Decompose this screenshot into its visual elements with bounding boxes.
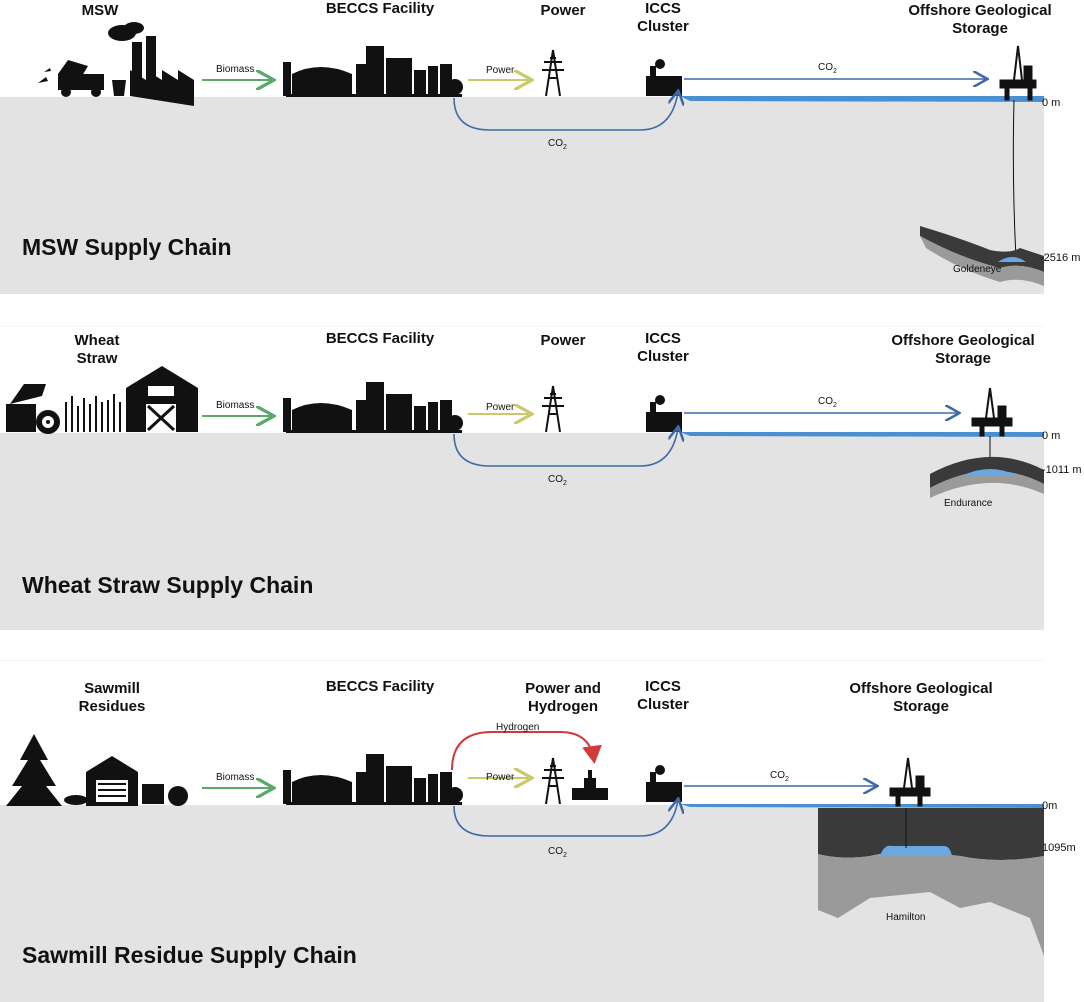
sawmill-icon: [6, 734, 188, 806]
storage-label: Offshore Geological Storage: [908, 2, 1052, 37]
source-label: MSW: [81, 2, 119, 19]
beccs-label: BECCS Facility: [325, 0, 435, 17]
output-label: Power: [540, 2, 586, 19]
iccs-label: ICCS Cluster: [637, 678, 689, 713]
iccs-cluster-icon: [646, 765, 682, 802]
panel-msw: MSW BECCS Facility Power ICCS Cluster Of…: [0, 0, 1084, 300]
biomass-arrow-label: Biomass: [216, 400, 255, 411]
iccs-cluster-icon: [646, 395, 682, 432]
hydrogen-valve-icon: [572, 770, 608, 800]
pylon-icon: [542, 49, 564, 97]
panel-sawmill: Sawmill Residues BECCS Facility Power an…: [0, 660, 1084, 1002]
pylon-icon: [542, 757, 564, 805]
surface-depth: 0 m: [1042, 97, 1061, 109]
reservoir-depth: -2516 m: [1040, 252, 1081, 264]
reservoir-depth: -1011 m: [1042, 464, 1082, 476]
storage-label: Offshore Geological Storage: [849, 680, 993, 715]
beccs-label: BECCS Facility: [325, 330, 435, 347]
hydrogen-arrow: [451, 731, 602, 771]
wheat-straw-icon: [6, 366, 198, 434]
beccs-facility-icon: [283, 46, 463, 97]
surface-depth: 0 m: [1042, 430, 1061, 442]
power-arrow-label: Power: [486, 772, 515, 783]
chain-title: Sawmill Residue Supply Chain: [22, 942, 357, 968]
panel-msw-graphic: [0, 22, 1044, 294]
iccs-label: ICCS Cluster: [637, 330, 689, 365]
co2-pipeline-label: CO2: [818, 62, 837, 75]
beccs-facility-icon: [283, 754, 463, 805]
panel-wheat-straw: Wheat Straw BECCS Facility Power ICCS Cl…: [0, 326, 1084, 636]
power-arrow-label: Power: [486, 65, 515, 76]
source-label: Sawmill Residues: [78, 680, 146, 715]
panel-wheat-graphic: [0, 326, 1044, 630]
panel-sawmill-graphic: [0, 660, 1044, 1002]
reservoir-name: Endurance: [944, 498, 993, 509]
co2-transport-label: CO2: [548, 846, 567, 859]
reservoir-name: Goldeneye: [953, 264, 1002, 275]
endurance-reservoir: [930, 456, 1044, 498]
goldeneye-reservoir: [920, 226, 1044, 286]
chain-title: MSW Supply Chain: [22, 234, 232, 260]
chain-title: Wheat Straw Supply Chain: [22, 572, 314, 598]
co2-pipeline-label: CO2: [818, 396, 837, 409]
co2-transport-label: CO2: [548, 474, 567, 487]
output-label: Power and Hydrogen: [525, 680, 601, 715]
output-label: Power: [540, 332, 586, 349]
sea-surface: [680, 432, 1044, 437]
msw-icon: [38, 22, 194, 106]
beccs-facility-icon: [283, 382, 463, 433]
biomass-arrow-label: Biomass: [216, 64, 255, 75]
power-arrow-label: Power: [486, 402, 515, 413]
sea-surface: [680, 96, 1044, 102]
biomass-arrow-label: Biomass: [216, 772, 255, 783]
iccs-label: ICCS Cluster: [637, 0, 689, 35]
hamilton-reservoir: [818, 808, 1044, 956]
offshore-rig-icon: [971, 387, 1013, 437]
reservoir-depth: 1095m: [1042, 842, 1076, 854]
offshore-rig-icon: [999, 45, 1037, 101]
iccs-cluster-icon: [646, 59, 682, 96]
ground: [0, 97, 1044, 294]
source-label: Wheat Straw: [74, 332, 120, 367]
surface-depth: 0m: [1042, 800, 1058, 812]
co2-transport-label: CO2: [548, 138, 567, 151]
reservoir-name: Hamilton: [886, 912, 926, 923]
hydrogen-arrow-label: Hydrogen: [496, 722, 540, 733]
co2-pipeline-label: CO2: [770, 770, 789, 783]
storage-label: Offshore Geological Storage: [891, 332, 1035, 367]
sea-surface: [680, 804, 1044, 808]
pylon-icon: [542, 385, 564, 433]
offshore-rig-icon: [889, 757, 931, 807]
ground: [0, 433, 1044, 630]
beccs-label: BECCS Facility: [325, 678, 435, 695]
